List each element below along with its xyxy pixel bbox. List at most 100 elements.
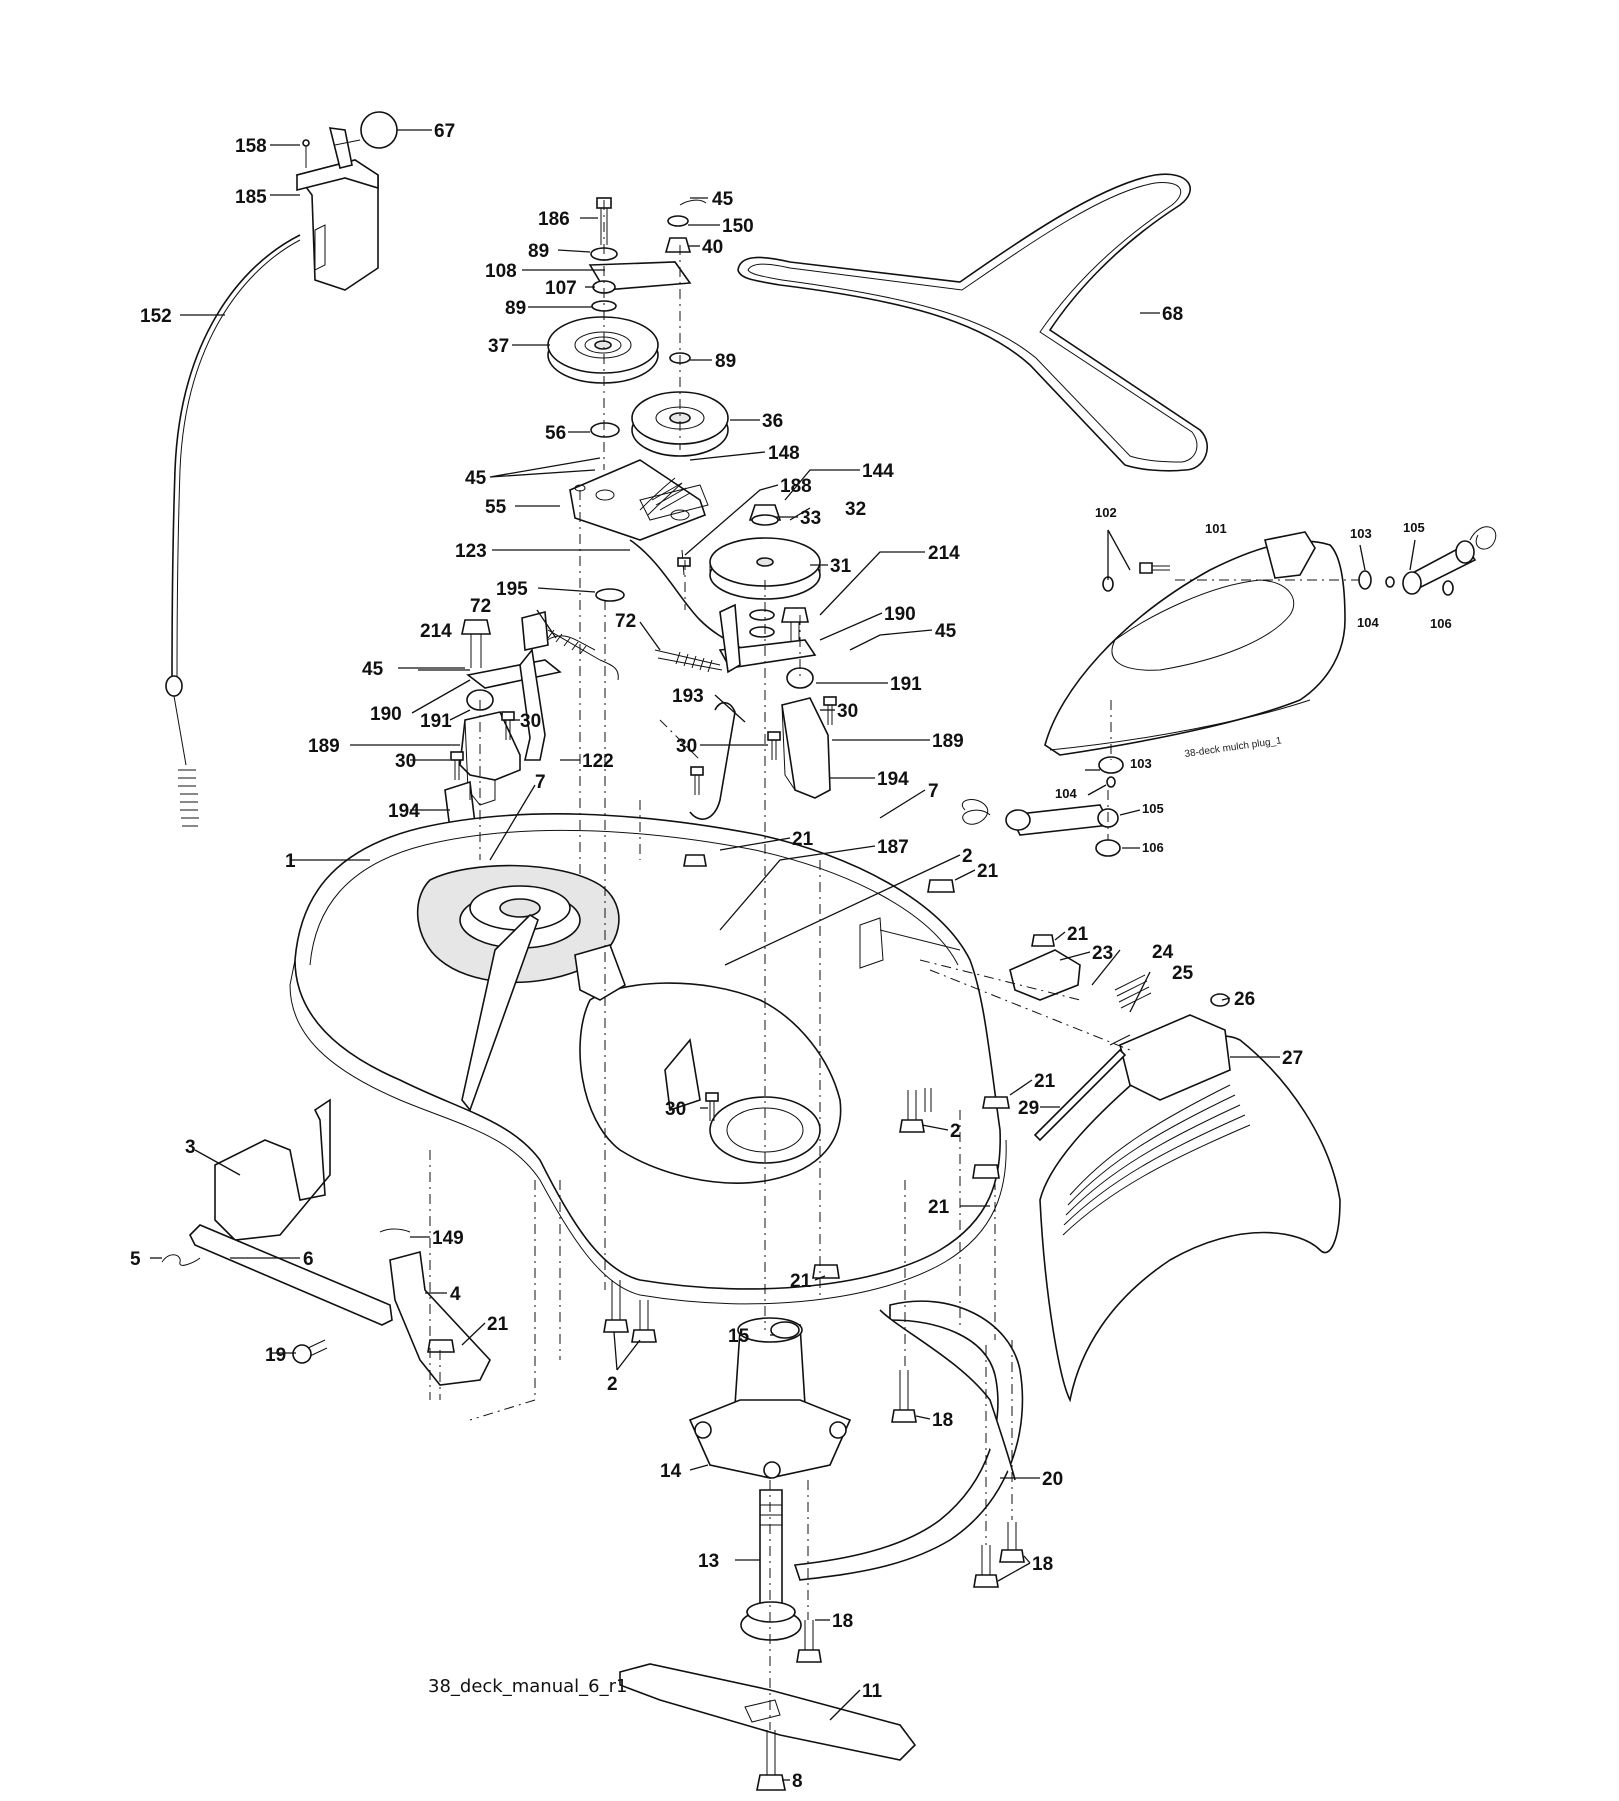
discharge-chute-27 <box>1039 1014 1341 1403</box>
bracket-189-right <box>781 697 831 799</box>
mulch-plug-101 <box>1044 531 1346 756</box>
spindle-housing-14 <box>688 1317 852 1479</box>
callout-193: 193 <box>672 686 704 707</box>
nut-40 <box>664 237 692 253</box>
callout-25: 25 <box>1172 963 1194 984</box>
callout-6: 6 <box>303 1249 314 1270</box>
callout-103-b: 103 <box>1130 756 1152 771</box>
rod-29 <box>1033 1048 1127 1142</box>
leader-lines <box>150 129 1416 1781</box>
callout-188: 188 <box>780 476 812 497</box>
bolts-2 <box>603 1088 932 1343</box>
callout-45-d: 45 <box>362 659 384 680</box>
callout-18: 18 <box>932 1410 953 1431</box>
callout-18-b: 18 <box>1032 1554 1053 1575</box>
pulley-37 <box>547 316 659 384</box>
callout-45-b: 45 <box>465 468 487 489</box>
callout-18-c: 18 <box>832 1611 853 1632</box>
callout-55: 55 <box>485 497 507 518</box>
callout-19: 19 <box>265 1345 286 1366</box>
knob-67 <box>360 111 398 149</box>
callout-21-b: 21 <box>977 861 999 882</box>
callout-89: 89 <box>528 241 549 262</box>
bracket-190-right <box>718 603 817 674</box>
callout-107: 107 <box>545 278 577 299</box>
parts-artwork <box>161 111 1497 1791</box>
callout-102: 102 <box>1095 505 1117 520</box>
callout-104: 104 <box>1357 615 1379 630</box>
callout-106-b: 106 <box>1142 840 1164 855</box>
callout-214-b: 214 <box>420 621 452 642</box>
washer-89b <box>591 300 617 312</box>
callout-33: 33 <box>800 508 821 529</box>
pin-149 <box>379 1228 411 1233</box>
spring-72-left <box>546 629 601 661</box>
washer-195 <box>595 588 625 602</box>
washer-26 <box>1210 993 1230 1007</box>
callout-194-b: 194 <box>877 769 909 790</box>
callout-186: 186 <box>538 209 570 230</box>
callout-105-b: 105 <box>1142 801 1164 816</box>
callout-30-e: 30 <box>665 1099 686 1120</box>
callout-1: 1 <box>285 851 296 872</box>
callout-56: 56 <box>545 423 566 444</box>
rod-193 <box>689 701 736 820</box>
blade-11 <box>619 1663 917 1761</box>
callout-2: 2 <box>962 846 973 867</box>
pin-45 <box>679 199 707 206</box>
callout-123: 123 <box>455 541 487 562</box>
callout-72: 72 <box>470 596 491 617</box>
cable-152 <box>165 234 301 827</box>
baffle-20 <box>793 1300 1024 1581</box>
mower-deck-1 <box>289 813 1007 1305</box>
callout-68: 68 <box>1162 304 1183 325</box>
callout-37: 37 <box>488 336 509 357</box>
callout-3: 3 <box>185 1137 196 1158</box>
spring-25 <box>1109 1034 1131 1046</box>
callout-4: 4 <box>450 1284 461 1305</box>
bracket-190-left <box>466 610 562 761</box>
callout-122: 122 <box>582 751 614 772</box>
callout-7-b: 7 <box>928 781 939 802</box>
callout-190: 190 <box>884 604 916 625</box>
belt-68 <box>737 173 1209 472</box>
callout-45: 45 <box>712 189 734 210</box>
callout-8: 8 <box>792 1771 803 1792</box>
callout-21-d: 21 <box>1034 1071 1056 1092</box>
callout-31: 31 <box>830 556 852 577</box>
callout-11: 11 <box>862 1681 883 1702</box>
callout-45-c: 45 <box>935 621 957 642</box>
diagram-caption: 38_deck_manual_6_r1 <box>428 1676 627 1697</box>
spring-72-right <box>654 649 723 671</box>
spindle-shaft-13 <box>740 1489 802 1641</box>
callout-189-b: 189 <box>932 731 964 752</box>
callout-108: 108 <box>485 261 517 282</box>
callout-30-d: 30 <box>395 751 416 772</box>
bolts-18 <box>796 1370 1025 1663</box>
spring-148 <box>639 477 683 516</box>
callout-187: 187 <box>877 837 909 858</box>
callout-106: 106 <box>1430 616 1452 631</box>
callout-29: 29 <box>1018 1098 1039 1119</box>
callout-32: 32 <box>845 499 866 520</box>
callout-152: 152 <box>140 306 172 327</box>
callout-21-c: 21 <box>1067 924 1089 945</box>
mulch-plug-caption: 38-deck mulch plug_1 <box>1184 735 1283 760</box>
bolt-214b <box>461 619 491 668</box>
callout-214: 214 <box>928 543 960 564</box>
idler-arm-55 <box>569 459 709 541</box>
callout-150: 150 <box>722 216 754 237</box>
callout-89-c: 89 <box>715 351 736 372</box>
callout-7: 7 <box>535 772 546 793</box>
spacer-31 <box>749 609 775 621</box>
callout-40: 40 <box>702 237 723 258</box>
callout-26: 26 <box>1234 989 1255 1010</box>
callout-149: 149 <box>432 1228 464 1249</box>
callout-158: 158 <box>235 136 267 157</box>
callout-191: 191 <box>890 674 922 695</box>
callout-190-b: 190 <box>370 704 402 725</box>
pulley-32 <box>709 537 821 600</box>
callout-30-c: 30 <box>676 736 697 757</box>
callout-21-f: 21 <box>487 1314 509 1335</box>
